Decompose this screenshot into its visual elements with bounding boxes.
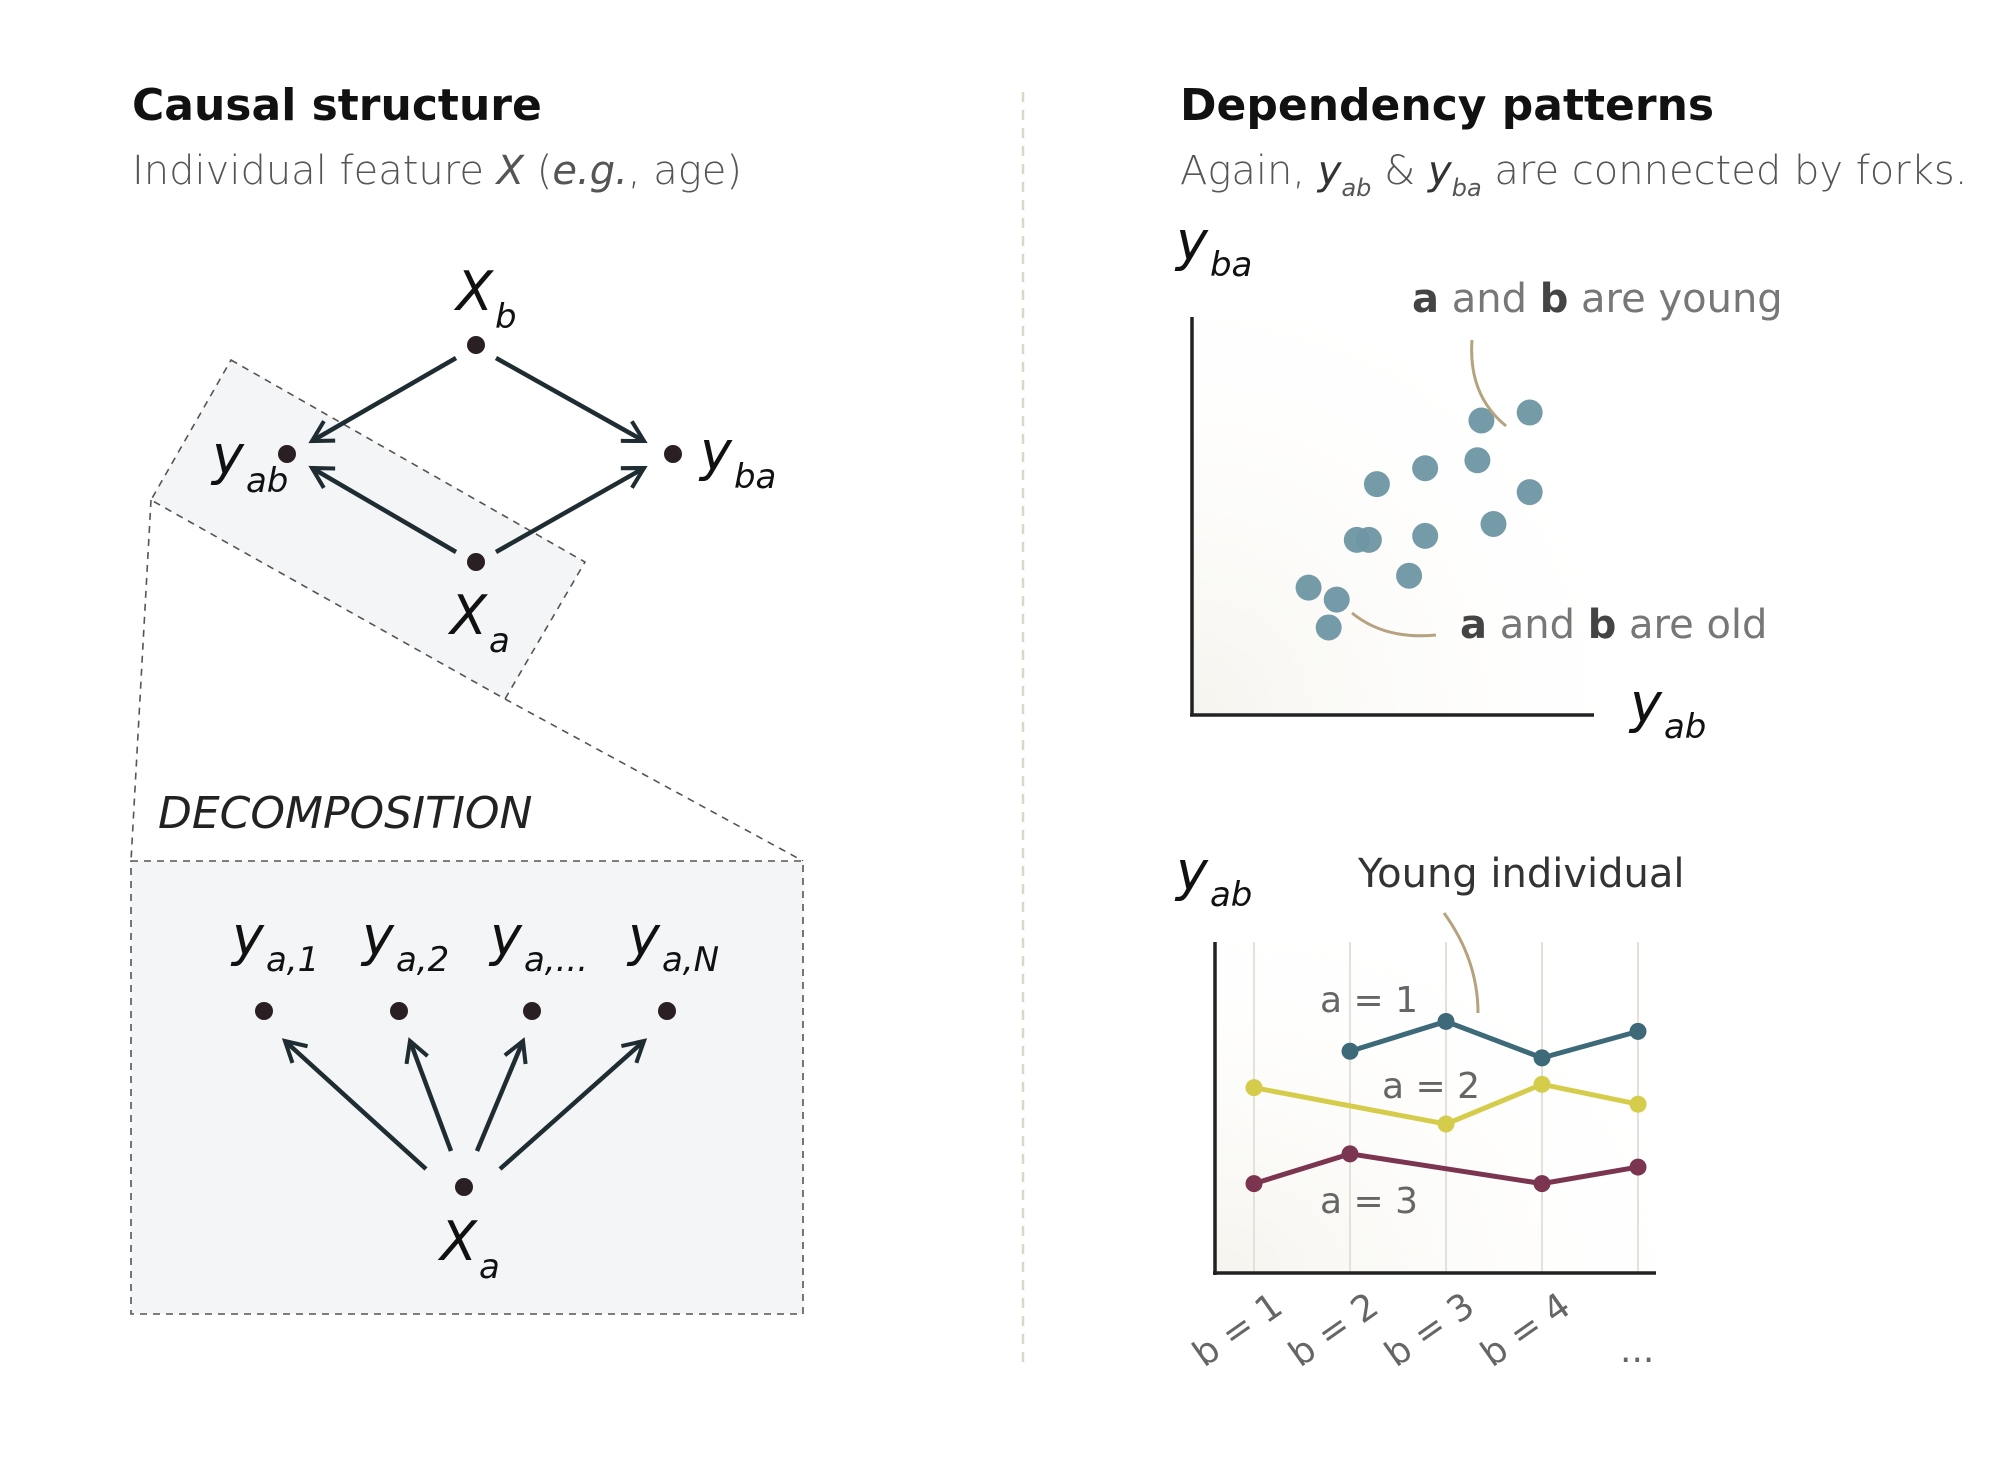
scatter-point (1315, 614, 1342, 641)
node-x-a-decomp (455, 1178, 473, 1196)
node-y-a-ellipsis (523, 1002, 541, 1020)
node-y-ab (278, 445, 296, 463)
scatter-point (1396, 562, 1423, 589)
line-chart: a = 1 a = 2 a = 3 yab Young individual b =… (1174, 840, 1685, 1375)
left-panel: Causal structure Individual feature X (e… (130, 80, 804, 1315)
scatter-background (1192, 317, 1594, 715)
series-point (1245, 1079, 1263, 1097)
arrow-xa-to-ya2 (404, 1037, 454, 1152)
zoom-connector-left (130, 499, 152, 862)
decomposition-box-border (130, 860, 804, 1315)
label-y-ab: yab (210, 424, 288, 501)
series-point (1341, 1145, 1359, 1163)
arrow-xa-to-yba (494, 465, 648, 554)
series-point (1437, 1012, 1455, 1030)
series-point (1629, 1022, 1647, 1040)
scatter-y-label: yba (1174, 210, 1252, 285)
scatter-point (1323, 586, 1350, 613)
series-point (1533, 1049, 1551, 1067)
arrow-xa-to-ya1 (281, 1038, 428, 1171)
zoom-connector-right (504, 698, 804, 862)
scatter-point (1516, 399, 1543, 426)
series-point (1533, 1175, 1551, 1193)
node-y-ba (664, 445, 682, 463)
line-y-label: yab (1174, 840, 1252, 915)
x-tick-label: ... (1620, 1330, 1654, 1371)
scatter-x-label: yab (1628, 672, 1706, 747)
label-x-a: Xa (447, 584, 510, 661)
scatter-point (1295, 574, 1322, 601)
annotation-young-individual: Young individual (1357, 851, 1685, 897)
series-line (1253, 1151, 1639, 1187)
decomposition-box (131, 861, 803, 1314)
scatter-point (1480, 510, 1507, 537)
series-point (1437, 1115, 1455, 1133)
arrow-xa-to-yab (308, 465, 458, 554)
annotation-young: a and b are young (1412, 276, 1783, 322)
node-y-a1 (255, 1002, 273, 1020)
x-tick-label: b = 4 (1474, 1285, 1578, 1375)
x-tick-label: b = 1 (1186, 1285, 1290, 1375)
node-y-aN (658, 1002, 676, 1020)
scatter-point (1412, 522, 1439, 549)
series-point (1245, 1175, 1263, 1193)
series-label: a = 3 (1320, 1181, 1418, 1222)
left-title: Causal structure (132, 80, 542, 131)
scatter-point (1412, 455, 1439, 482)
series-point (1341, 1042, 1359, 1060)
arrow-xa-to-yaN (498, 1038, 648, 1171)
x-tick-label: b = 2 (1282, 1285, 1386, 1375)
series-point (1629, 1158, 1647, 1176)
series-label: a = 2 (1382, 1066, 1480, 1107)
annotation-curve-old (1351, 611, 1437, 638)
series-point (1629, 1095, 1647, 1113)
scatter-point (1516, 479, 1543, 506)
label-y-a2: ya,2 (360, 905, 449, 980)
scatter-plot: yba yab a and b are young a and b are ol… (1174, 210, 1783, 747)
series-line (1253, 1081, 1639, 1127)
arrow-xb-to-yba (494, 356, 648, 444)
label-y-a-ellipsis: ya,... (488, 905, 588, 980)
arrow-xa-to-ya-ellipsis (474, 1037, 528, 1152)
node-x-b (467, 336, 485, 354)
scatter-point (1363, 471, 1390, 498)
x-tick-label: b = 3 (1378, 1285, 1482, 1375)
series-point (1533, 1075, 1551, 1093)
scatter-point (1355, 526, 1382, 553)
annotation-curve-young (1470, 339, 1507, 428)
node-x-a (467, 553, 485, 571)
right-panel: Dependency patterns Again, yab & yba are… (1174, 80, 1967, 1375)
line-chart-background (1215, 942, 1656, 1273)
scatter-point (1464, 447, 1491, 474)
label-x-b: Xb (453, 260, 517, 337)
right-title: Dependency patterns (1180, 80, 1714, 131)
left-subtitle: Individual feature X (e.g., age) (132, 148, 742, 194)
node-y-a2 (390, 1002, 408, 1020)
label-y-aN: ya,N (626, 905, 719, 980)
annotation-curve-young-individual (1442, 912, 1480, 1014)
scatter-point (1468, 407, 1495, 434)
label-y-a1: ya,1 (230, 905, 319, 980)
series-label: a = 1 (1320, 980, 1418, 1021)
label-x-a-decomp: Xa (437, 1210, 500, 1287)
annotation-old: a and b are old (1460, 602, 1767, 648)
label-y-ba: yba (698, 420, 776, 497)
right-subtitle: Again, yab & yba are connected by forks. (1180, 148, 1967, 202)
decomposition-label: DECOMPOSITION (158, 788, 532, 839)
series-line (1349, 1018, 1639, 1061)
highlight-region (151, 360, 585, 699)
arrow-xb-to-yab (308, 356, 458, 444)
